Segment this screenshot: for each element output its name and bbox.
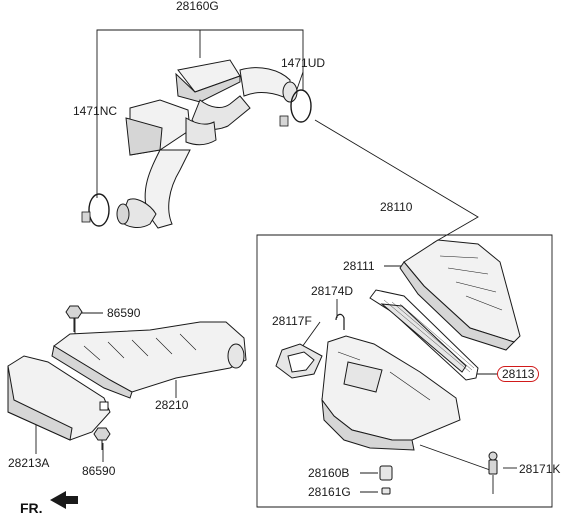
label-86590-bottom: 86590 <box>82 464 116 478</box>
air-guide-shape <box>51 321 247 399</box>
grommet-shapes <box>379 465 393 495</box>
leader-28110 <box>314 119 479 244</box>
label-28117F: 28117F <box>272 314 312 328</box>
clamp-shapes <box>81 89 312 227</box>
label-1471UD: 1471UD <box>281 56 326 70</box>
front-arrow-icon <box>50 491 78 509</box>
label-86590-top: 86590 <box>107 306 141 320</box>
assembly-frame <box>256 234 553 508</box>
mounting-pad-shape <box>275 343 323 379</box>
leader-1471UD <box>295 71 304 93</box>
label-28160G: 28160G <box>176 0 219 13</box>
label-28174D: 28174D <box>311 284 354 298</box>
label-28111: 28111 <box>343 259 375 273</box>
label-28160B: 28160B <box>308 466 350 480</box>
sensor-shape <box>488 451 498 475</box>
cleaner-housing-shape <box>321 313 461 451</box>
label-28113-highlighted: 28113 <box>497 366 540 382</box>
label-28110: 28110 <box>380 200 413 214</box>
guide-panel-shape <box>7 355 111 441</box>
label-28171K: 28171K <box>519 462 561 476</box>
intake-duct-shape <box>116 59 298 229</box>
bolt-shapes <box>65 305 111 450</box>
label-1471NC: 1471NC <box>73 104 118 118</box>
label-28210: 28210 <box>155 398 189 412</box>
cleaner-cover-shape <box>399 239 521 351</box>
label-28161G: 28161G <box>308 485 351 499</box>
filter-element-shape <box>369 289 479 381</box>
label-28213A: 28213A <box>8 456 50 470</box>
front-direction-label: FR. <box>20 500 43 516</box>
leader-28117F <box>301 321 321 348</box>
